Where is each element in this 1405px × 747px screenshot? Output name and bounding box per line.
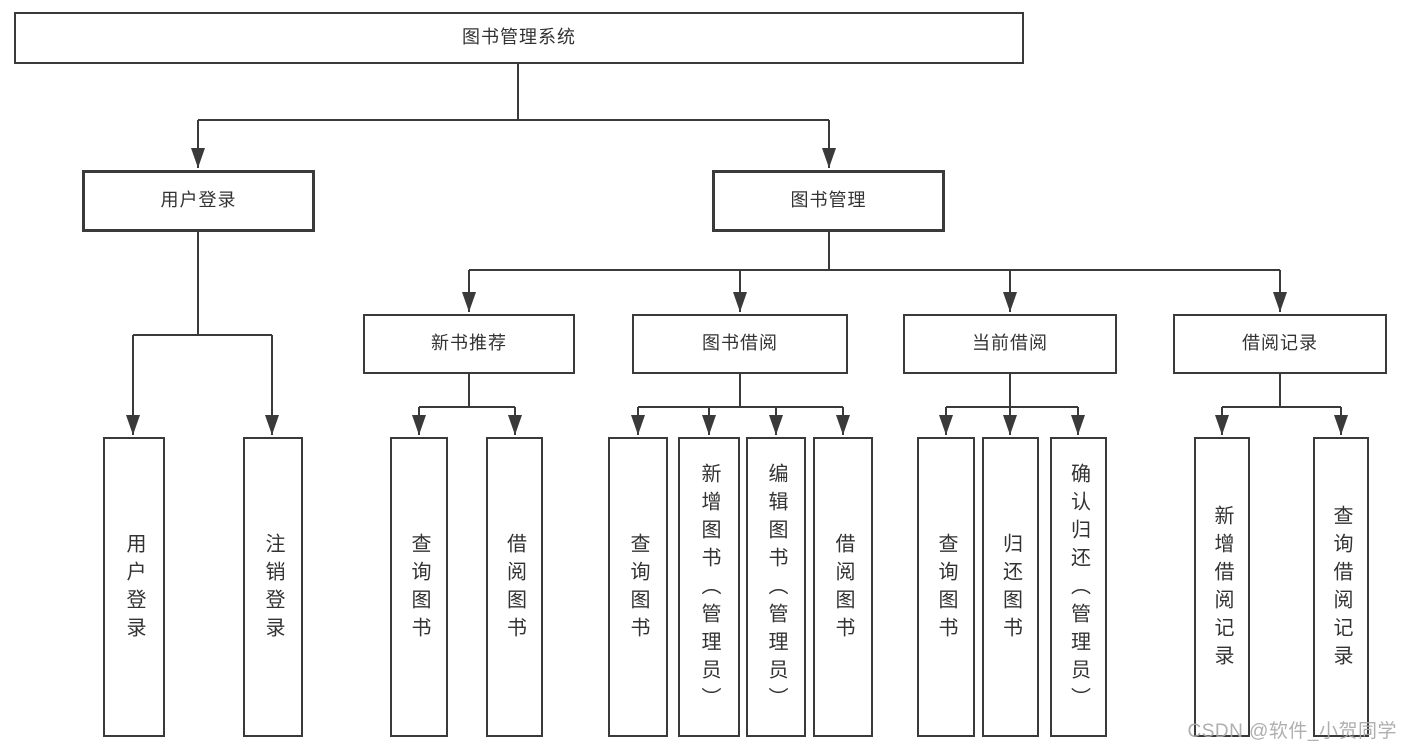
node-leaf-query-borrow-record: 查询借阅记录 xyxy=(1313,437,1369,737)
node-current-borrowing: 当前借阅 xyxy=(903,314,1117,374)
node-book-borrowing: 图书借阅 xyxy=(632,314,848,374)
node-leaf-borrow-books-1: 借阅图书 xyxy=(486,437,543,737)
node-leaf-query-books-3: 查询图书 xyxy=(917,437,975,737)
node-leaf-logout: 注销登录 xyxy=(243,437,303,737)
node-leaf-edit-books-admin: 编辑图书（管理员） xyxy=(746,437,806,737)
node-leaf-add-borrow-record: 新增借阅记录 xyxy=(1194,437,1250,737)
node-leaf-query-books-1: 查询图书 xyxy=(390,437,448,737)
node-new-book-recommendation: 新书推荐 xyxy=(363,314,575,374)
node-user-login: 用户登录 xyxy=(82,170,315,232)
node-leaf-add-books-admin: 新增图书（管理员） xyxy=(678,437,740,737)
node-book-management: 图书管理 xyxy=(712,170,945,232)
node-leaf-query-books-2: 查询图书 xyxy=(608,437,668,737)
node-library-management-system: 图书管理系统 xyxy=(14,12,1024,64)
watermark: CSDN @软件_小贺同学 xyxy=(1187,721,1397,742)
node-leaf-return-books: 归还图书 xyxy=(982,437,1039,737)
connector-arrows xyxy=(126,120,1348,435)
node-borrowing-records: 借阅记录 xyxy=(1173,314,1387,374)
connector-lines xyxy=(133,64,1341,408)
node-leaf-borrow-books-2: 借阅图书 xyxy=(813,437,873,737)
node-leaf-user-login: 用户登录 xyxy=(103,437,165,737)
node-leaf-confirm-return-admin: 确认归还（管理员） xyxy=(1050,437,1107,737)
